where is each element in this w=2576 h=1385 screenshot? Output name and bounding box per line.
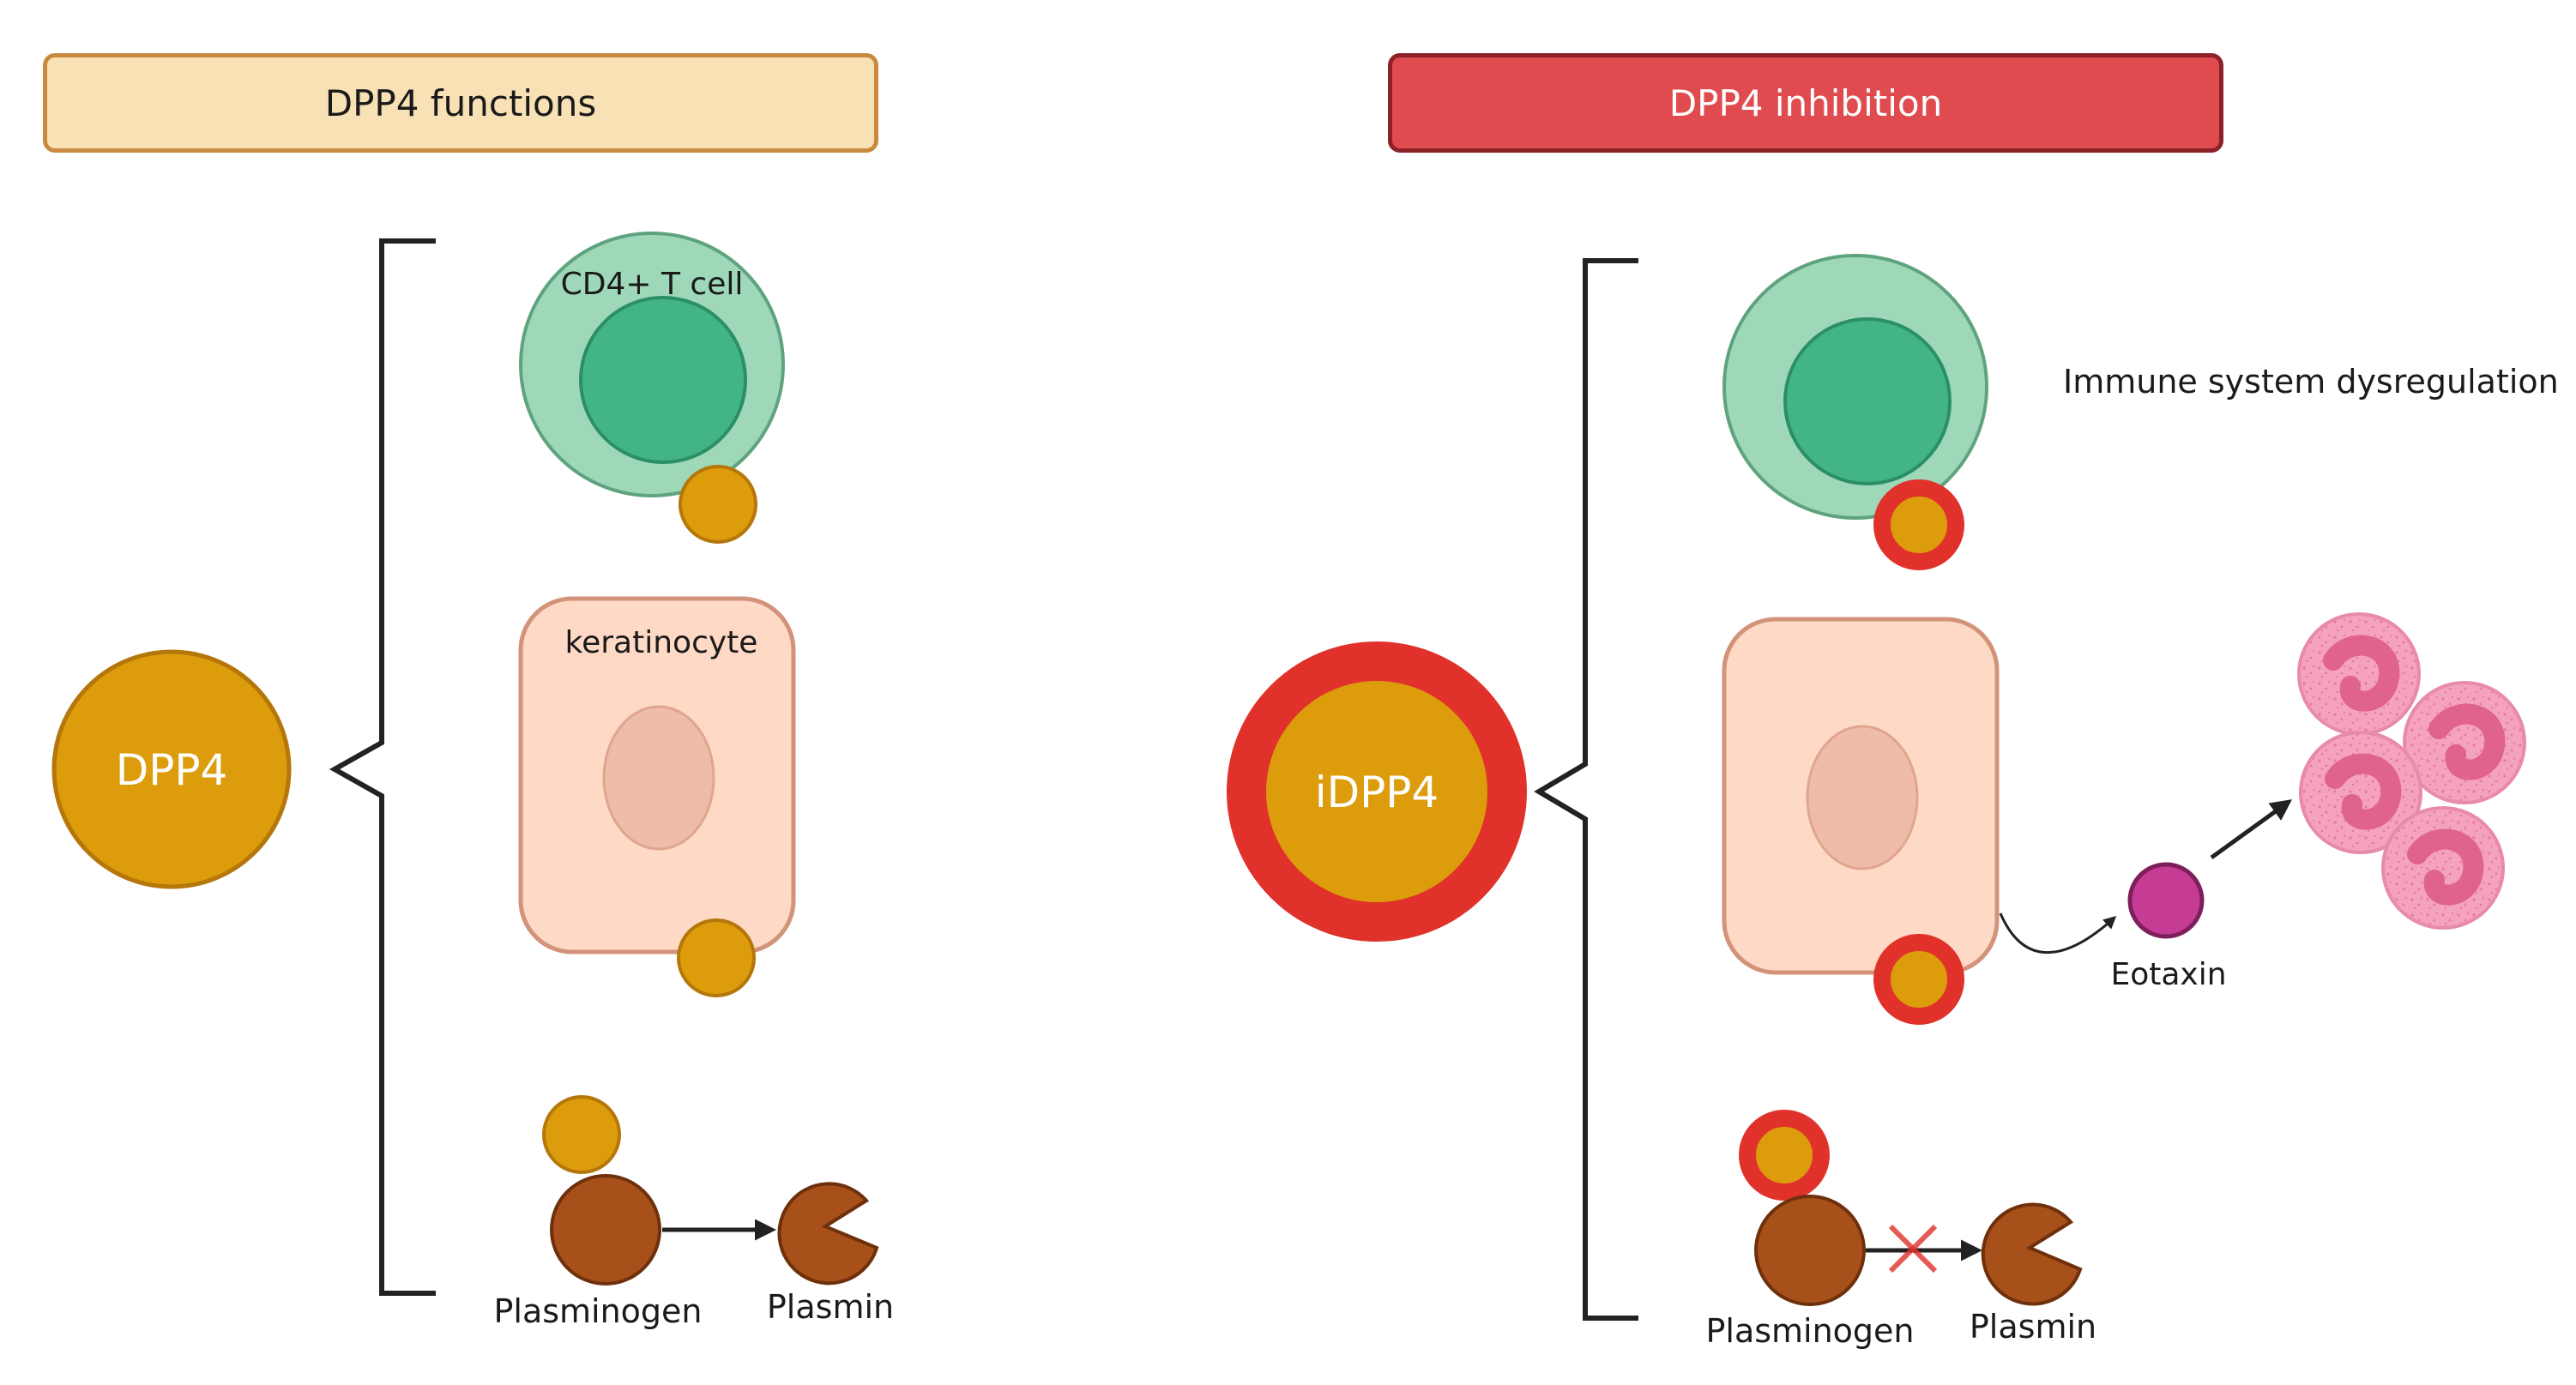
eotaxin-molecule (2127, 862, 2205, 939)
blocked-plasminogen-pathway: Plasminogen Plasmin (1705, 1110, 2096, 1350)
idpp4-label: iDPP4 (1315, 768, 1439, 817)
cd4-t-cell-inhibited (1722, 254, 1988, 570)
inhibited-dpp4-on-keratinocyte (1873, 934, 1964, 1025)
eosinophil-4 (2381, 806, 2505, 930)
blocked-x-mark (1888, 1224, 1938, 1274)
cd4-t-cell: CD4+ T cell (519, 232, 785, 544)
plasminogen-shape-inhibited (1754, 1195, 1866, 1306)
dpp4-inhibition-header: DPP4 inhibition (1388, 53, 2223, 153)
dpp4-enzyme: DPP4 (51, 649, 292, 889)
eosinophil-3 (2299, 731, 2422, 854)
tcell-label: CD4+ T cell (561, 267, 744, 302)
plasmin-shape-inhibited (1981, 1202, 2083, 1306)
eosinophil-2 (2403, 681, 2526, 804)
eotaxin-pathway: Eotaxin (1999, 612, 2526, 992)
dpp4-functions-header: DPP4 functions (43, 53, 878, 153)
inhibited-dpp4-near-plasminogen (1739, 1110, 1830, 1201)
left-bracket (329, 238, 436, 1296)
dpp4-functions-header-label: DPP4 functions (324, 81, 597, 124)
right-panel: iDPP4 Immune system dysregulation Eotaxi… (1227, 254, 2559, 1350)
dpp4-on-tcell (679, 465, 757, 544)
keratinocyte-inhibited (1722, 617, 2000, 1025)
plasminogen-label: Plasminogen (493, 1292, 702, 1330)
plasminogen-label-inhibited: Plasminogen (1705, 1312, 1914, 1350)
eosinophil-recruitment-arrow (2210, 799, 2293, 860)
dpp4-on-keratinocyte (677, 918, 756, 997)
left-panel: DPP4 CD4+ T cell keratinocyte Plasminoge… (51, 232, 894, 1330)
dpp4-inhibition-header-label: DPP4 inhibition (1668, 81, 1943, 124)
idpp4-inhibited-enzyme: iDPP4 (1227, 641, 1527, 942)
eotaxin-label: Eotaxin (2110, 957, 2226, 992)
keratinocyte: keratinocyte (518, 596, 796, 997)
plasmin-shape (777, 1182, 879, 1286)
dpp4-label: DPP4 (116, 745, 228, 795)
immune-dysregulation-label: Immune system dysregulation (2063, 363, 2559, 400)
eosinophil-1 (2297, 612, 2421, 736)
dpp4-near-plasminogen (542, 1095, 621, 1174)
plasminogen-shape (550, 1174, 661, 1286)
plasminogen-pathway: Plasminogen Plasmin (493, 1095, 894, 1330)
keratinocyte-label: keratinocyte (565, 625, 758, 660)
eotaxin-release-arrow (1999, 912, 2117, 954)
plasmin-label: Plasmin (767, 1288, 894, 1326)
right-bracket (1534, 258, 1638, 1321)
inhibited-dpp4-on-tcell (1873, 479, 1964, 570)
plasmin-label-inhibited: Plasmin (1970, 1308, 2096, 1346)
